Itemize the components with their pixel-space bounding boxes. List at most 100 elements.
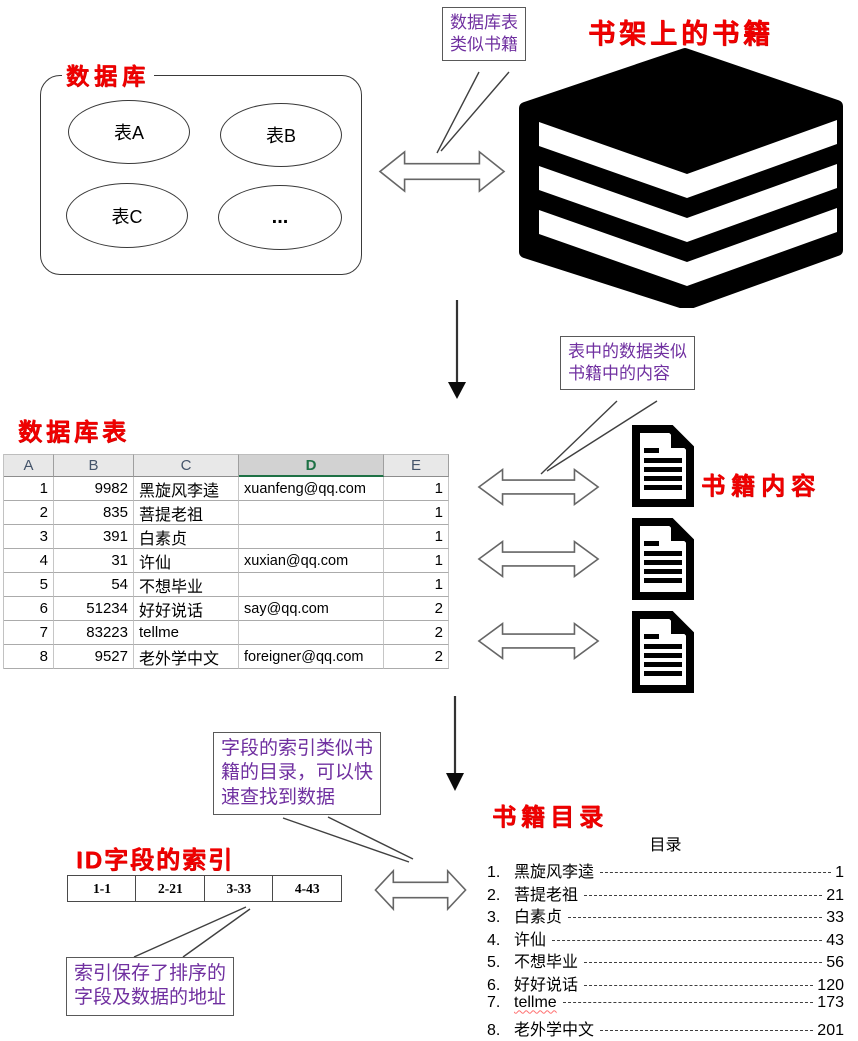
catalog-item-number: 5. bbox=[487, 954, 501, 972]
table-row: 3 391 白素贞 1 bbox=[4, 525, 449, 549]
books-stack-icon bbox=[519, 48, 843, 308]
document-icon bbox=[632, 518, 694, 600]
catalog-item-number: 3. bbox=[487, 909, 501, 927]
table-ellipse-more: ... bbox=[218, 185, 342, 250]
double-arrow-icon bbox=[378, 149, 506, 194]
catalog-title: 书籍目录 bbox=[492, 804, 608, 831]
catalog-item: 3. 白素贞 33 bbox=[487, 903, 844, 926]
table-ellipse-label: 表A bbox=[113, 123, 144, 143]
catalog-item-number: 4. bbox=[487, 931, 501, 949]
catalog-item-number: 1. bbox=[487, 864, 501, 881]
cell: 2 bbox=[4, 501, 54, 525]
cell: 9982 bbox=[54, 477, 134, 501]
catalog-item-name: 老外学中文 bbox=[514, 1022, 595, 1040]
catalog-item: 4. 许仙 43 bbox=[487, 926, 844, 949]
index-cell: 1-1 bbox=[67, 875, 137, 902]
cell: 1 bbox=[384, 573, 449, 597]
table-row: 5 54 不想毕业 1 bbox=[4, 573, 449, 597]
catalog-item-page: 173 bbox=[817, 993, 844, 1011]
double-arrow-icon bbox=[477, 539, 600, 579]
database-title: 数据库 bbox=[62, 57, 154, 91]
double-arrow-icon bbox=[477, 621, 600, 661]
table-ellipse-c: 表C bbox=[66, 183, 188, 248]
catalog-item-name: tellme bbox=[514, 993, 557, 1011]
cell: foreigner@qq.com bbox=[239, 645, 384, 669]
cell: 5 bbox=[4, 573, 54, 597]
cell bbox=[239, 621, 384, 645]
cell: 835 bbox=[54, 501, 134, 525]
callout-tables-like-books: 数据库表 类似书籍 bbox=[442, 7, 526, 61]
callout-line: 书籍中的内容 bbox=[568, 363, 670, 383]
catalog-item-page: 201 bbox=[817, 1022, 844, 1040]
catalog-item-number: 7. bbox=[487, 993, 501, 1011]
cell: 391 bbox=[54, 525, 134, 549]
cell: 8 bbox=[4, 645, 54, 669]
dotted-leader bbox=[584, 962, 823, 964]
cell: 2 bbox=[384, 621, 449, 645]
double-arrow-icon bbox=[374, 868, 467, 912]
cell bbox=[239, 501, 384, 525]
catalog-item: 1. 黑旋风李逵 1 bbox=[487, 858, 844, 881]
cell: 4 bbox=[4, 549, 54, 573]
cell: 31 bbox=[54, 549, 134, 573]
down-arrow-icon bbox=[448, 300, 466, 399]
cell: 黑旋风李逵 bbox=[134, 477, 239, 501]
callout-line: 字段及数据的地址 bbox=[74, 987, 227, 1009]
catalog-item-page: 33 bbox=[826, 909, 844, 927]
catalog-item-page: 43 bbox=[826, 931, 844, 949]
book-content-title: 书籍内容 bbox=[701, 473, 821, 500]
catalog-item-name: 好好说话 bbox=[514, 976, 579, 994]
table-row: 7 83223 tellme 2 bbox=[4, 621, 449, 645]
dotted-leader bbox=[600, 1030, 814, 1032]
callout-data-like-content: 表中的数据类似 书籍中的内容 bbox=[560, 336, 695, 390]
book-catalog: 目录 1. 黑旋风李逵 1 2. 菩提老祖 21 3. 白素贞 33 4. 许仙… bbox=[487, 831, 844, 1039]
catalog-item-page: 120 bbox=[817, 976, 844, 994]
spreadsheet-header-row: A B C D E bbox=[4, 454, 449, 477]
dotted-leader bbox=[552, 939, 823, 941]
cell: 3 bbox=[4, 525, 54, 549]
cell: 7 bbox=[4, 621, 54, 645]
catalog-item: 2. 菩提老祖 21 bbox=[487, 881, 844, 904]
callout-line: 字段的索引类似书 bbox=[221, 738, 374, 759]
column-header: A bbox=[4, 454, 54, 477]
catalog-item: 8. 老外学中文 201 bbox=[487, 1016, 844, 1039]
catalog-item-page: 1 bbox=[835, 864, 844, 881]
cell: 1 bbox=[384, 501, 449, 525]
column-header: B bbox=[54, 454, 134, 477]
dotted-leader bbox=[600, 872, 832, 873]
cell: 1 bbox=[384, 525, 449, 549]
spreadsheet-title: 数据库表 bbox=[18, 419, 130, 446]
document-icon bbox=[632, 611, 694, 693]
catalog-item-name: 白素贞 bbox=[514, 909, 563, 927]
catalog-item-page: 56 bbox=[826, 954, 844, 972]
table-ellipse-label: 表B bbox=[265, 126, 296, 146]
callout-line: 速查找到数据 bbox=[221, 786, 336, 808]
cell: 白素贞 bbox=[134, 525, 239, 549]
catalog-item-number: 8. bbox=[487, 1022, 501, 1040]
catalog-item-number: 6. bbox=[487, 976, 501, 994]
cell: 1 bbox=[4, 477, 54, 501]
dotted-leader bbox=[562, 1001, 814, 1003]
cell: 83223 bbox=[54, 621, 134, 645]
cell: 54 bbox=[54, 573, 134, 597]
cell: 好好说话 bbox=[134, 597, 239, 621]
catalog-item: 6. 好好说话 120 bbox=[487, 971, 844, 994]
cell: xuxian@qq.com bbox=[239, 549, 384, 573]
index-strip: 1-1 2-21 3-33 4-43 bbox=[67, 875, 343, 902]
column-header: E bbox=[384, 454, 449, 477]
double-arrow-icon bbox=[477, 467, 600, 507]
cell: 1 bbox=[384, 477, 449, 501]
spreadsheet: A B C D E 1 9982 黑旋风李逵 xuanfeng@qq.com 1… bbox=[3, 454, 449, 669]
dotted-leader bbox=[584, 894, 823, 896]
catalog-heading: 目录 bbox=[649, 837, 682, 854]
callout-index-stores-address: 索引保存了排序的 字段及数据的地址 bbox=[66, 957, 235, 1016]
index-cell: 2-21 bbox=[135, 875, 206, 902]
cell: 菩提老祖 bbox=[134, 501, 239, 525]
database-box bbox=[40, 75, 362, 275]
cell bbox=[239, 525, 384, 549]
table-ellipse-label: 表C bbox=[111, 206, 143, 227]
table-ellipse-label: ... bbox=[271, 206, 289, 228]
shelf-title: 书架上的书籍 bbox=[588, 19, 774, 49]
table-row: 6 51234 好好说话 say@qq.com 2 bbox=[4, 597, 449, 621]
